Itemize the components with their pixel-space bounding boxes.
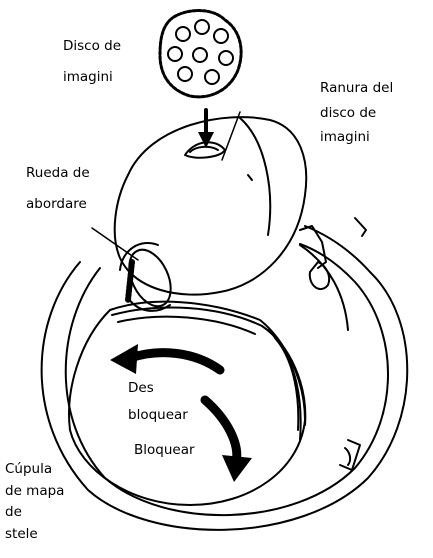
image-disk [160,11,241,97]
label-star-map-dome: Cúpula de mapa de stele [5,463,64,541]
label-focus-wheel: Rueda de abordare [26,167,90,211]
label-image-disk-slot: Ranura del disco de imagini [320,82,393,145]
leader-slot [222,112,240,160]
unlock-arrow [130,353,220,370]
body-inner-ring [66,244,388,515]
lock-arrow [205,400,237,462]
head-sphere [115,117,307,295]
label-unlock: Des bloquear [128,382,188,422]
label-image-disk: Disco de imagini [63,40,121,84]
label-lock: Bloquear [134,444,195,458]
